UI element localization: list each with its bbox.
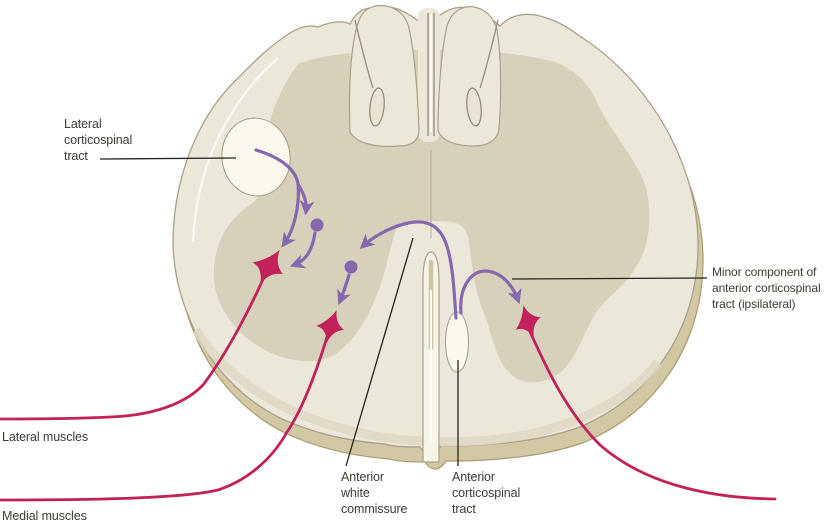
leader-lateral-cst: [99, 157, 237, 160]
lateral-cst-interneuron-branch: [296, 182, 315, 216]
interneuron-to-lateral-motoneuron: [289, 231, 317, 269]
axon-to-lateral-muscles: [0, 266, 270, 421]
axon-ipsilateral: [525, 323, 777, 501]
anterior-cst-ipsilateral-pathway: [459, 269, 522, 315]
label-anterior-white-commissure: Anterior white commissure: [341, 470, 408, 516]
leader-minor-component: [511, 277, 708, 280]
interneuron-dot-2: [344, 260, 358, 274]
axon-to-medial-muscles: [0, 325, 332, 502]
anterior-corticospinal-tract-region: [444, 311, 470, 373]
gray-matter: [213, 50, 650, 383]
dorsal-columns: [348, 4, 502, 148]
dorsal-sulci: [354, 13, 499, 238]
label-anterior-corticospinal-tract: Anterior corticospinal tract: [452, 470, 521, 516]
right-gracile-lobe: [437, 6, 502, 147]
posterior-septum-strip: [418, 8, 440, 142]
corticospinal-pathways: [254, 148, 522, 320]
anterior-median-fissure: [422, 251, 440, 463]
interneuron-dot-1: [310, 218, 324, 232]
right-sulcus-teardrop: [466, 87, 482, 127]
motor-neurons-and-axons: [0, 241, 777, 502]
face-topleft-highlight: [191, 57, 279, 243]
right-intermediate-sulcus: [479, 19, 499, 89]
left-intermediate-sulcus: [354, 19, 374, 89]
left-gracile-lobe: [348, 4, 420, 148]
label-lateral-corticospinal-tract: Lateral corticospinal tract: [64, 117, 133, 163]
label-minor-component-anterior-cst: Minor component of anterior corticospina…: [712, 265, 821, 311]
left-sulcus-teardrop: [369, 87, 385, 127]
label-lateral-muscles: Lateral muscles: [2, 430, 89, 444]
anterior-cst-crossing-pathway: [359, 220, 458, 320]
leader-lines: [99, 157, 708, 467]
leader-anterior-white-commissure: [345, 237, 414, 467]
interneuron-to-medial-motoneuron: [337, 273, 351, 306]
label-medial-muscles: Medial muscles: [2, 509, 87, 523]
lateral-corticospinal-tract-region: [221, 117, 291, 197]
